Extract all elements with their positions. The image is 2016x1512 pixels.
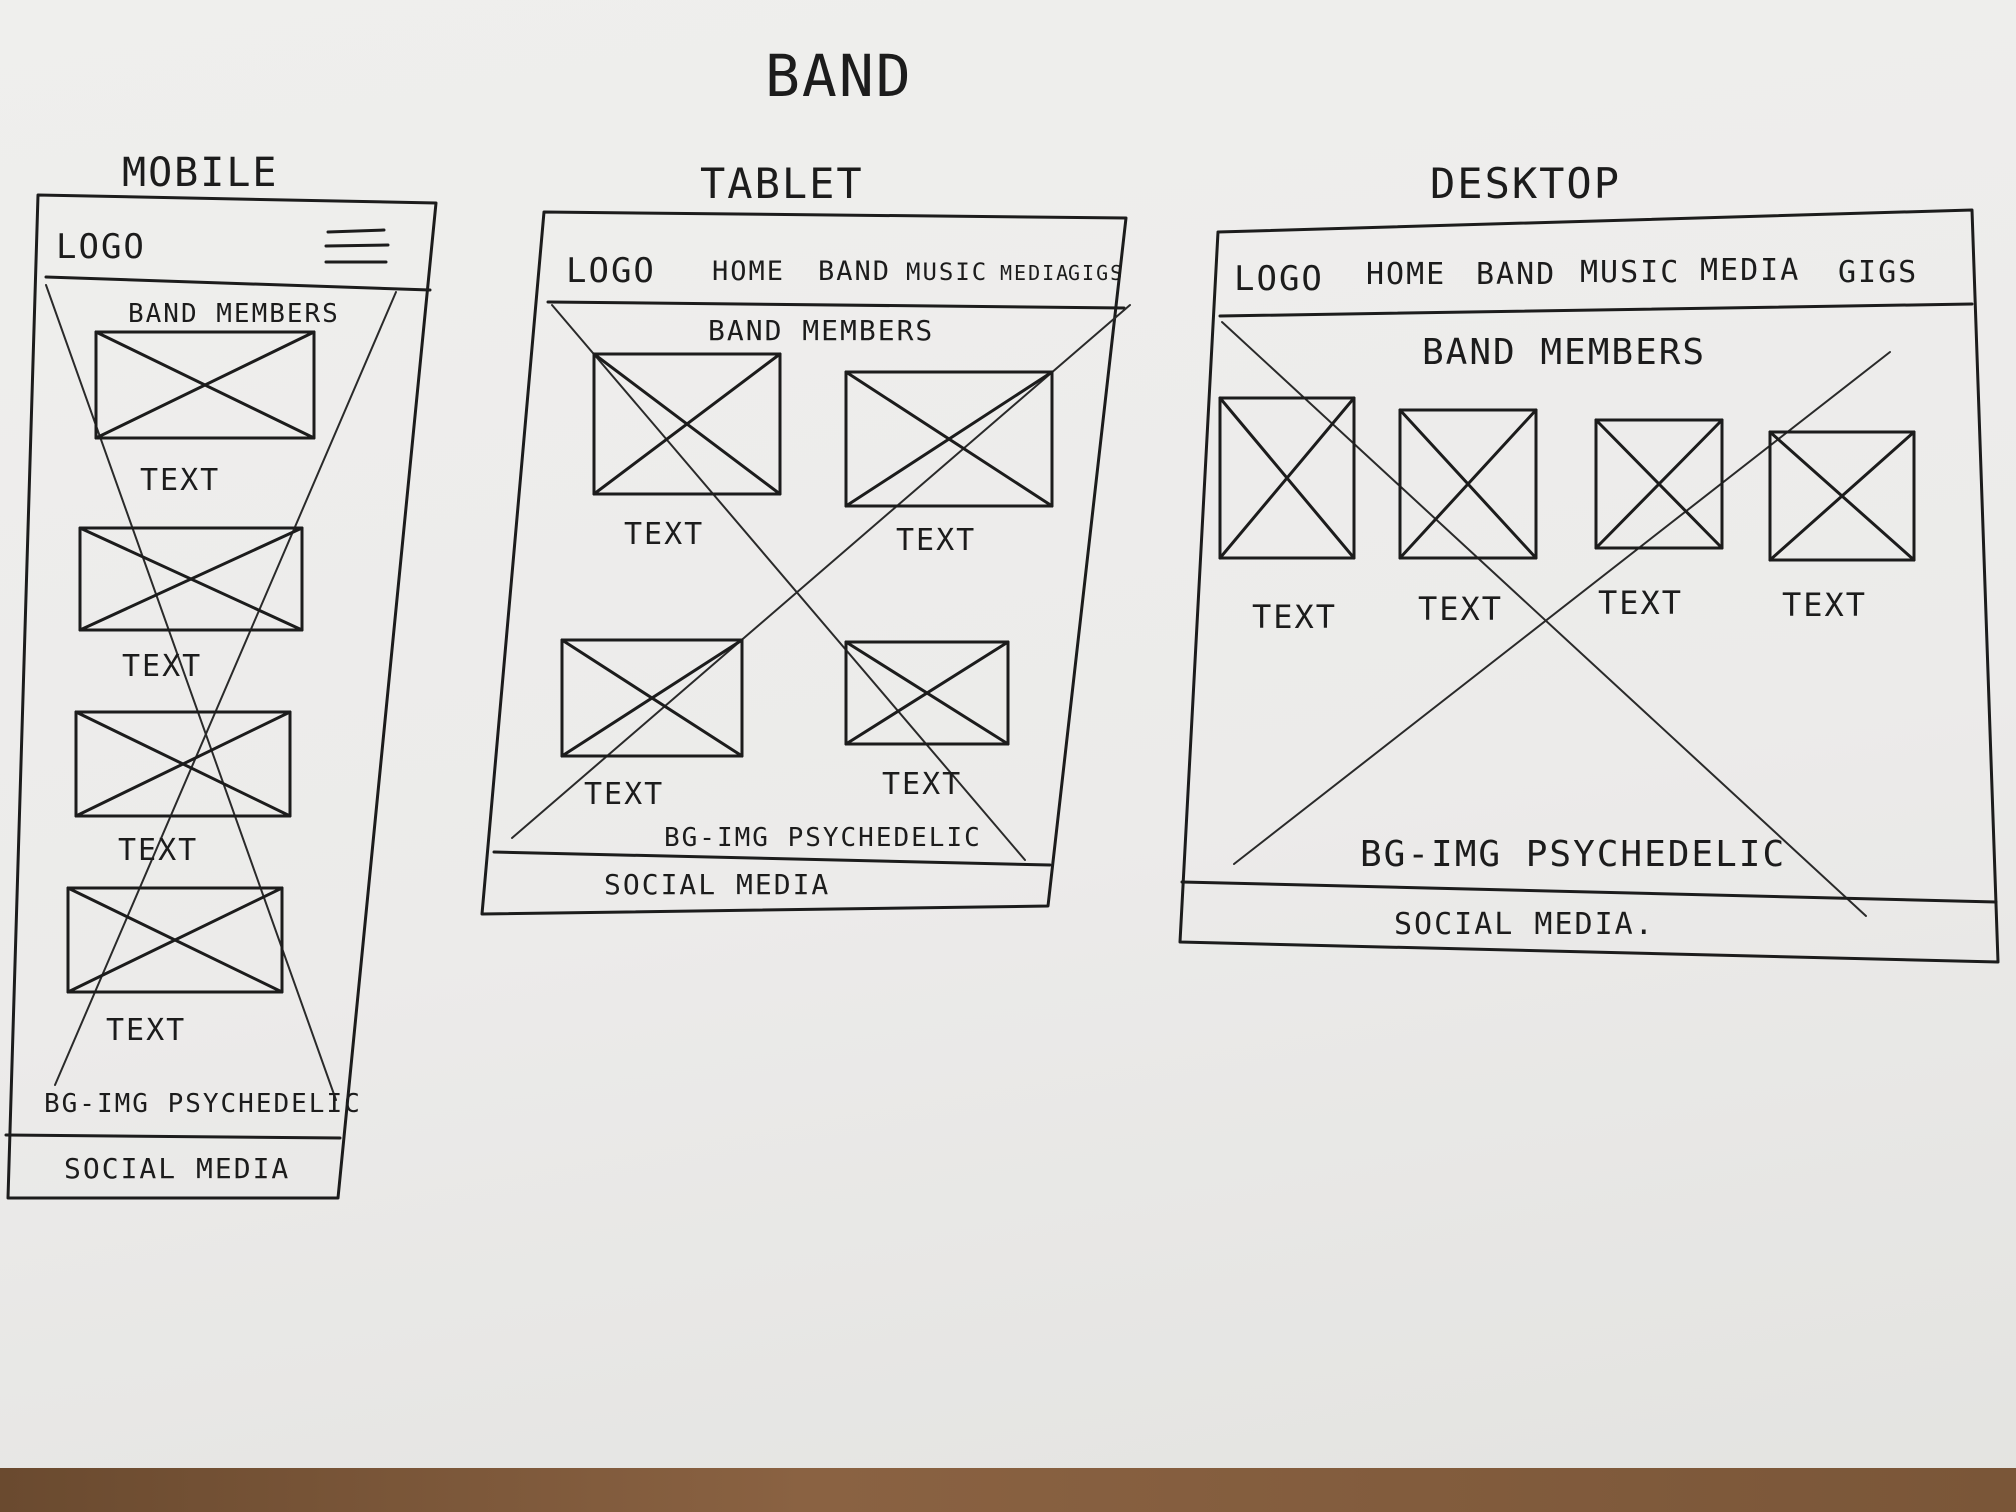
mobile-image-placeholder <box>66 886 284 994</box>
desktop-frame <box>1178 208 2000 964</box>
mobile-bg-cross-a <box>45 284 337 1101</box>
tablet-nav-music: MUSIC <box>906 258 988 286</box>
tablet-bg-note: BG-IMG PSYCHEDELIC <box>664 823 982 853</box>
hamburger-icon <box>324 228 390 264</box>
mobile-image-placeholder <box>78 526 304 632</box>
desk-surface <box>0 1468 2016 1512</box>
tablet-nav-gigs: GIGS <box>1068 261 1124 285</box>
desktop-item-text: TEXT <box>1598 584 1683 622</box>
mobile-bg-note: BG-IMG PSYCHEDELIC <box>44 1089 362 1119</box>
desktop-bg-cross-a <box>1221 321 1867 917</box>
desktop-footer-divider <box>1180 880 1998 904</box>
tablet-nav-media: MEDIA <box>1000 261 1070 285</box>
desktop-nav-band: BAND <box>1476 257 1556 292</box>
desktop-footer-text: SOCIAL MEDIA. <box>1394 907 1655 942</box>
desktop-image-placeholder <box>1218 396 1356 560</box>
desktop-image-placeholder <box>1768 430 1916 562</box>
tablet-image-placeholder <box>844 640 1010 746</box>
desktop-nav-home: HOME <box>1366 257 1446 292</box>
desktop-item-text: TEXT <box>1252 598 1337 636</box>
mobile-image-placeholder <box>94 330 316 440</box>
tablet-image-placeholder <box>560 638 744 758</box>
tablet-logo: LOGO <box>566 251 656 291</box>
mobile-wireframe: MOBILE LOGO BAND MEMBERS TEXT TEXT <box>4 150 438 1200</box>
mobile-frame <box>6 193 438 1200</box>
mobile-item-text: TEXT <box>106 1013 186 1048</box>
mobile-header-divider <box>44 275 432 292</box>
mobile-image-placeholder <box>74 710 292 818</box>
desktop-header-divider <box>1218 302 1974 318</box>
mobile-label: MOBILE <box>122 150 279 196</box>
desktop-wireframe: DESKTOP LOGO HOME BAND MUSIC MEDIA GIGS … <box>1178 159 2000 964</box>
tablet-item-text: TEXT <box>624 517 704 552</box>
mobile-item-text: TEXT <box>122 649 202 684</box>
mobile-logo: LOGO <box>56 227 146 267</box>
tablet-image-placeholder <box>844 370 1054 508</box>
tablet-footer-divider <box>492 850 1052 867</box>
sketch-title: BAND <box>765 42 913 110</box>
tablet-bg-cross-a <box>551 304 1026 861</box>
tablet-item-text: TEXT <box>882 767 962 802</box>
desktop-image-placeholder <box>1398 408 1538 560</box>
mobile-footer-text: SOCIAL MEDIA <box>64 1152 290 1185</box>
tablet-section-title: BAND MEMBERS <box>708 314 934 347</box>
desktop-nav-music: MUSIC <box>1580 255 1680 290</box>
desktop-item-text: TEXT <box>1782 586 1867 624</box>
tablet-item-text: TEXT <box>584 777 664 812</box>
desktop-bg-cross-b <box>1233 351 1891 865</box>
desktop-nav-gigs: GIGS <box>1838 255 1918 290</box>
tablet-nav-band: BAND <box>818 256 891 287</box>
tablet-wireframe: TABLET LOGO HOME BAND MUSIC MEDIA GIGS B… <box>480 159 1131 916</box>
desktop-label: DESKTOP <box>1430 159 1621 208</box>
tablet-frame <box>480 210 1128 916</box>
tablet-label: TABLET <box>700 159 864 208</box>
tablet-nav-home: HOME <box>712 256 785 287</box>
tablet-header-divider <box>546 300 1126 310</box>
tablet-item-text: TEXT <box>896 523 976 558</box>
desktop-section-title: BAND MEMBERS <box>1422 332 1706 373</box>
desktop-bg-note: BG-IMG PSYCHEDELIC <box>1360 834 1786 875</box>
tablet-footer-text: SOCIAL MEDIA <box>604 868 830 901</box>
tablet-bg-cross-b <box>511 304 1131 839</box>
desktop-nav-media: MEDIA <box>1700 253 1800 288</box>
mobile-item-text: TEXT <box>118 833 198 868</box>
desktop-logo: LOGO <box>1234 259 1324 299</box>
tablet-image-placeholder <box>592 352 782 496</box>
mobile-footer-divider <box>4 1133 342 1140</box>
desktop-image-placeholder <box>1594 418 1724 550</box>
mobile-item-text: TEXT <box>140 463 220 498</box>
mobile-section-title: BAND MEMBERS <box>128 299 340 329</box>
desktop-item-text: TEXT <box>1418 590 1503 628</box>
mobile-bg-cross-b <box>54 291 397 1086</box>
